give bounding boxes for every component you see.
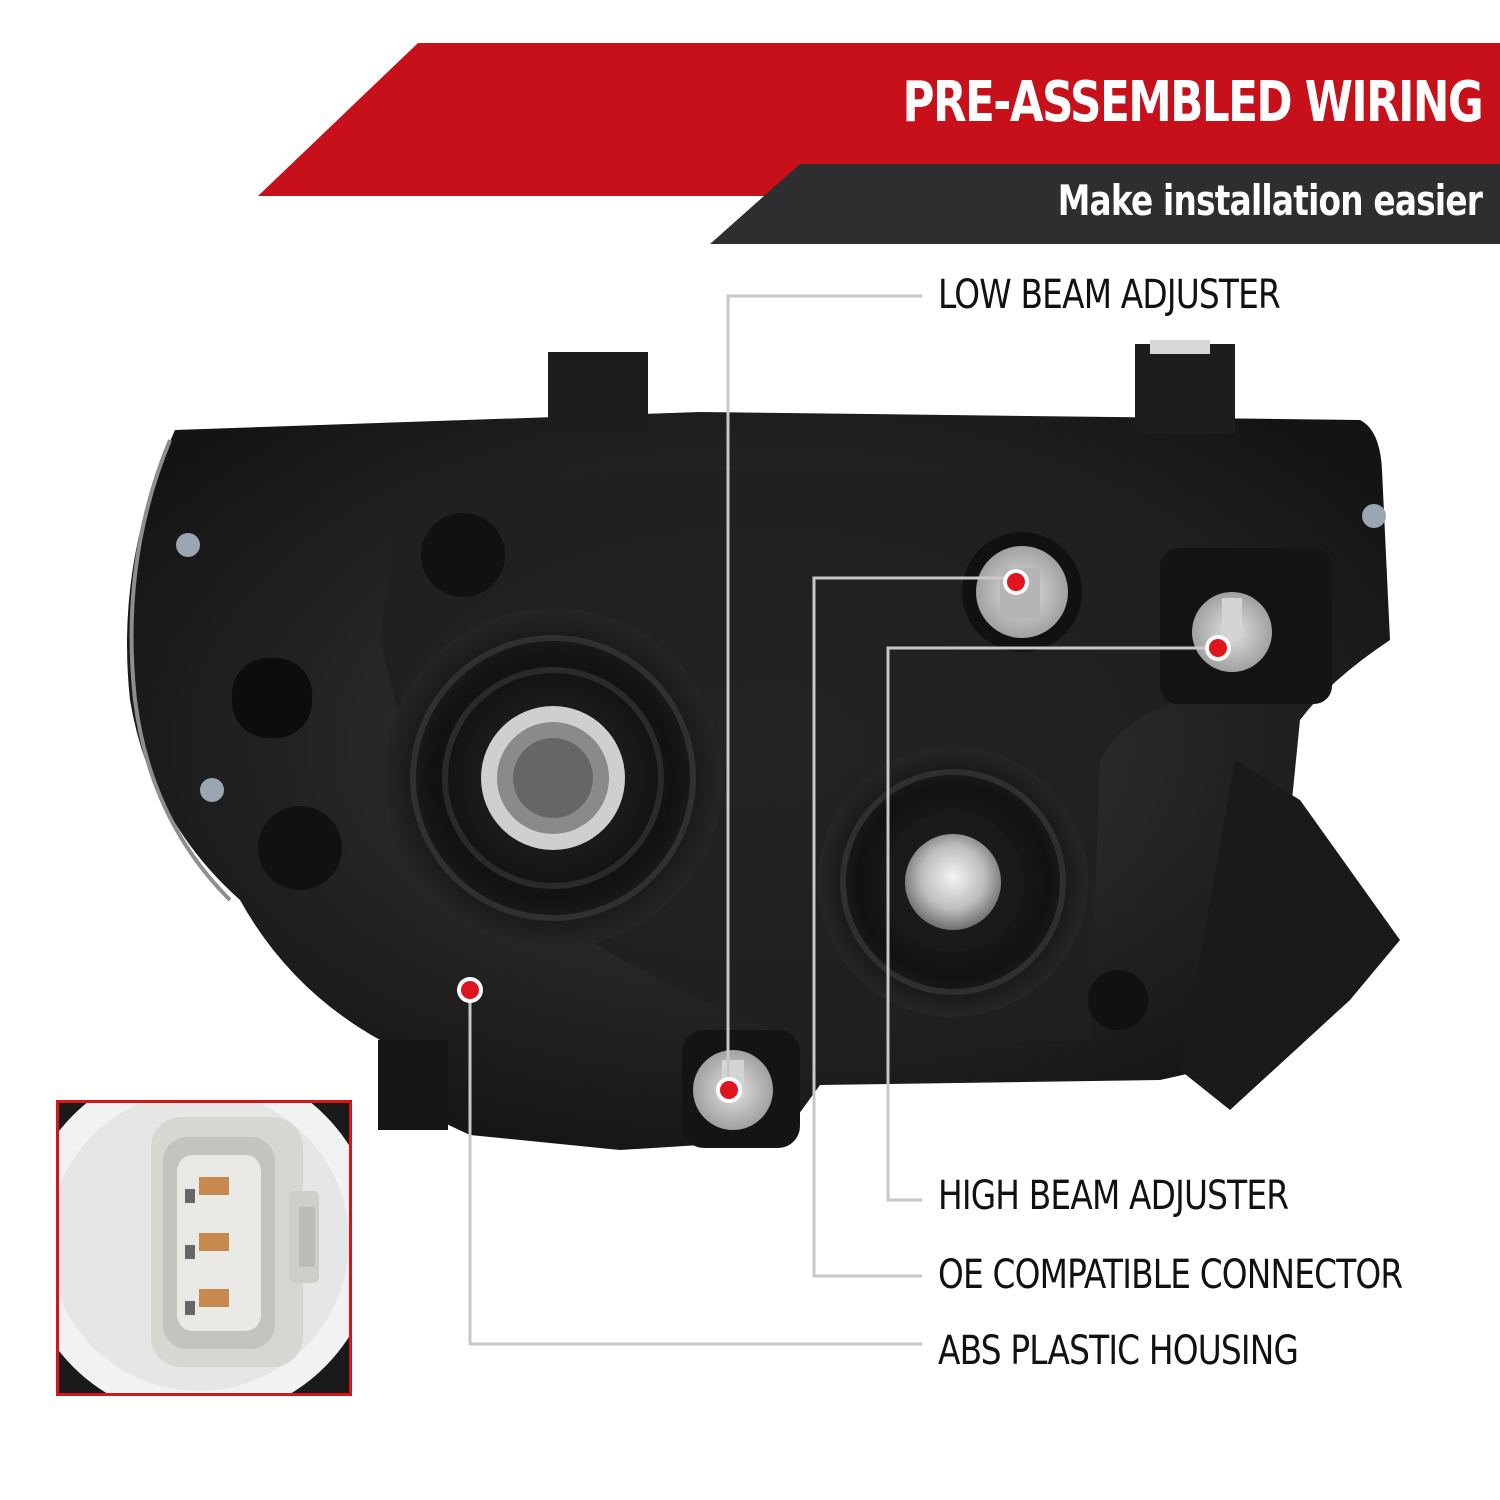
label-oe-compatible-connector: OE COMPATIBLE CONNECTOR [938, 1252, 1403, 1298]
high-beam-bulb-socket [818, 747, 1088, 1017]
callout-dot-icon [457, 569, 1231, 1103]
banner-title: PRE-ASSEMBLED WIRING [902, 70, 1483, 135]
connector-inset [56, 1100, 352, 1396]
label-abs-plastic-housing: ABS PLASTIC HOUSING [938, 1328, 1299, 1374]
label-high-beam-adjuster: HIGH BEAM ADJUSTER [938, 1173, 1289, 1219]
vent-port [232, 658, 312, 738]
banner-subtitle: Make installation easier [1057, 176, 1483, 225]
label-low-beam-adjuster: LOW BEAM ADJUSTER [938, 272, 1281, 318]
housing [127, 340, 1400, 1150]
high-beam-adjuster [1160, 548, 1332, 704]
low-beam-bulb-socket [383, 608, 723, 948]
callout-lines [468, 294, 1222, 1346]
